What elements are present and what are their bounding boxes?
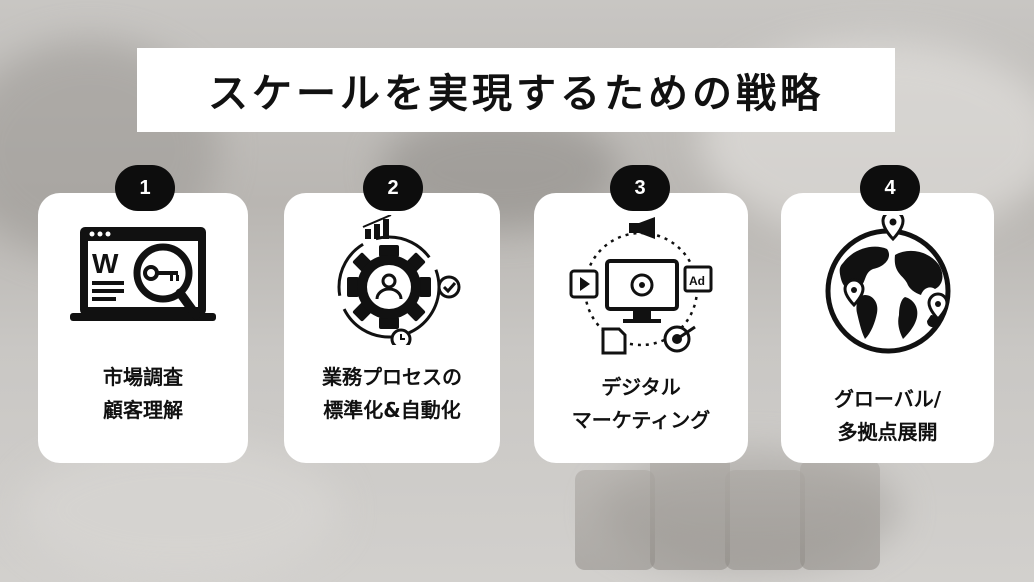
step-number-badge: 4 bbox=[860, 165, 920, 211]
page-title: スケールを実現するための戦略 bbox=[208, 71, 824, 117]
step-card-2: 業務プロセスの 標準化&自動化 bbox=[284, 193, 500, 463]
globe-locations-icon bbox=[781, 215, 994, 354]
step-card-1: W 市場調査 顧客理解 bbox=[38, 193, 248, 463]
step-label: グローバル/ 多拠点展開 bbox=[833, 387, 942, 444]
step-label: デジタル マーケティング bbox=[571, 375, 711, 432]
web-search-key-icon: W bbox=[38, 215, 248, 345]
step-number-badge: 2 bbox=[363, 165, 423, 211]
step-label: 市場調査 顧客理解 bbox=[103, 365, 183, 422]
step-number-badge: 3 bbox=[610, 165, 670, 211]
svg-text:Ad: Ad bbox=[689, 274, 705, 288]
svg-text:W: W bbox=[92, 248, 119, 279]
step-card-4: グローバル/ 多拠点展開 bbox=[781, 193, 994, 463]
step-number-badge: 1 bbox=[115, 165, 175, 211]
step-label: 業務プロセスの 標準化&自動化 bbox=[322, 365, 462, 422]
title-banner: スケールを実現するための戦略 bbox=[137, 48, 895, 132]
gear-process-cycle-icon bbox=[284, 215, 500, 345]
step-card-3: Ad デジタル マーケティング bbox=[534, 193, 748, 463]
digital-marketing-monitor-icon: Ad bbox=[534, 215, 748, 355]
